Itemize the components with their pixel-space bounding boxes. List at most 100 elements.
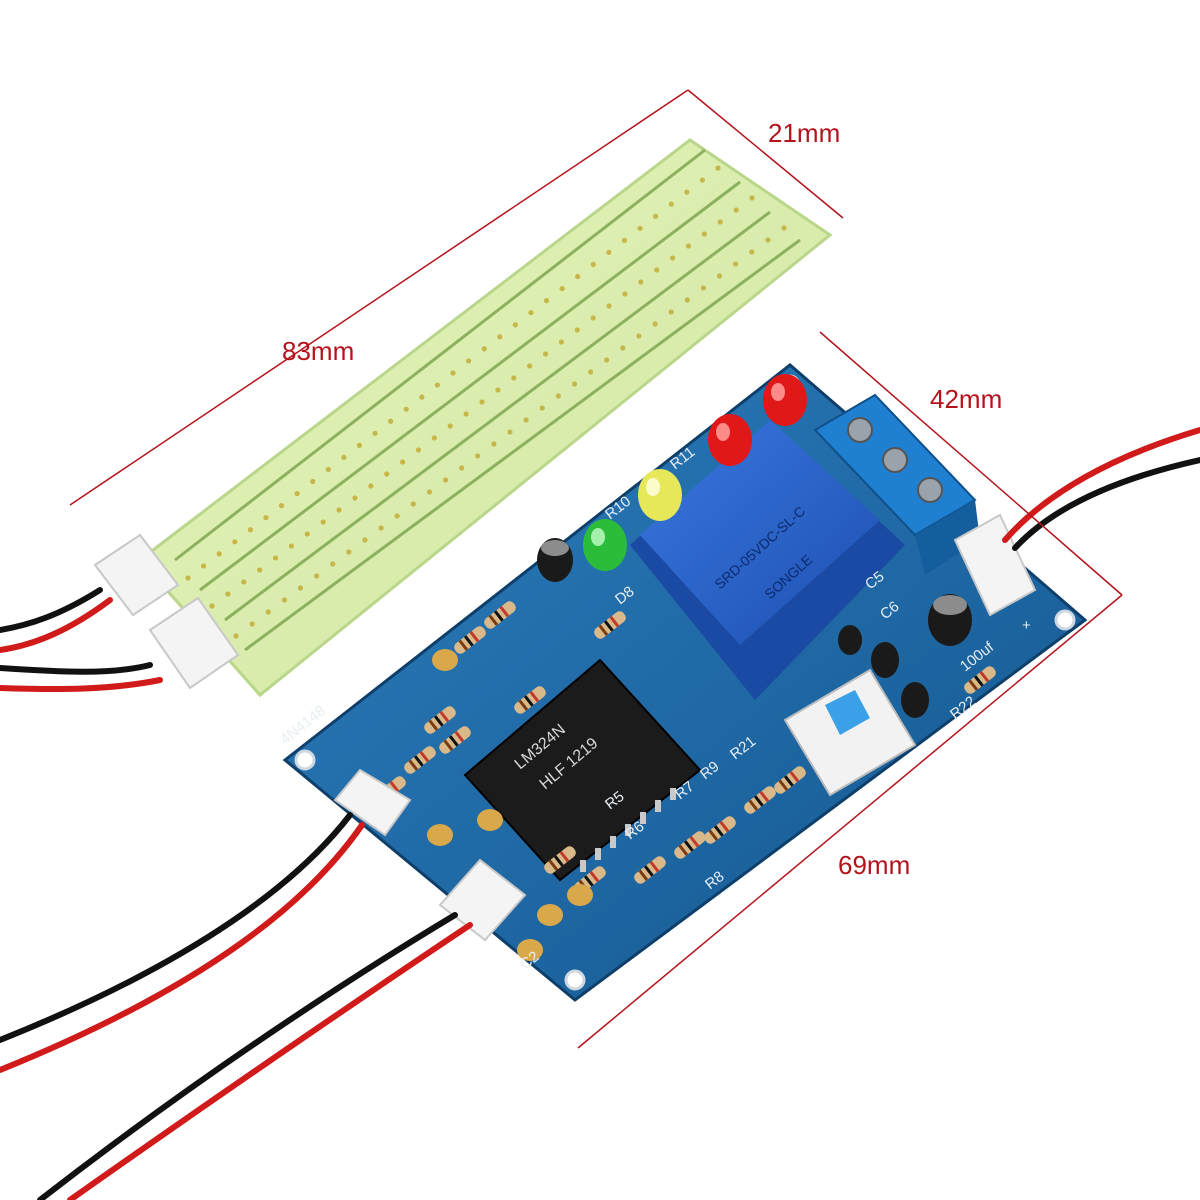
dimension-83mm: 83mm: [282, 336, 354, 366]
led-red-1: [763, 374, 807, 426]
trace-dot: [304, 531, 310, 537]
trace-dot: [571, 381, 578, 387]
resistor: [674, 831, 706, 859]
trace-dot: [685, 243, 692, 249]
trace-dot: [225, 591, 231, 597]
resistor: [964, 666, 996, 694]
push-button[interactable]: [783, 668, 917, 797]
resistor: [484, 601, 516, 629]
trace-dot: [636, 333, 642, 339]
trace-dot: [249, 621, 255, 627]
trace-dot: [459, 465, 465, 471]
trace-dot: [442, 477, 449, 483]
trace-dot: [684, 297, 690, 303]
trace-dot: [781, 225, 787, 231]
trace-dot: [241, 579, 247, 585]
resistors: [374, 601, 996, 894]
trace-dot: [281, 597, 287, 603]
trace-dot: [606, 249, 612, 256]
trace-dot: [346, 549, 352, 555]
trace-dot: [185, 575, 191, 581]
trace-dot: [590, 261, 596, 268]
trace-dot: [403, 406, 409, 412]
trace-dot: [362, 537, 368, 543]
resistor: [404, 746, 436, 774]
trace-dot: [465, 358, 472, 364]
trace-dot: [368, 483, 374, 489]
trace-dot: [410, 501, 416, 507]
trace-dot: [749, 249, 755, 255]
trace-dot: [684, 189, 690, 195]
trace-dot: [733, 207, 739, 213]
ic-pin: [595, 848, 601, 860]
ic-pin: [640, 812, 646, 824]
trace-dot: [575, 273, 581, 280]
trace-dot: [272, 555, 279, 561]
trace-dot: [265, 609, 271, 615]
trace-dot: [652, 321, 658, 327]
trace-dot: [257, 567, 263, 573]
resistor: [454, 626, 486, 654]
ic-pin: [670, 788, 676, 800]
trace-dot: [481, 346, 487, 352]
trace-dot: [297, 585, 304, 591]
trace-dot: [447, 423, 453, 429]
silk-plus: +: [1022, 617, 1031, 634]
trace-dot: [209, 603, 215, 609]
trace-dot: [294, 490, 300, 497]
screw-terminal: [813, 393, 980, 575]
led-green: [583, 519, 627, 571]
relay: SRD-05VDC-SL-C SONGLE: [630, 420, 905, 700]
trace-dot: [352, 495, 358, 501]
trace-dot: [356, 442, 363, 448]
trace-dot: [559, 285, 565, 292]
resistor: [514, 686, 546, 714]
trace-dot: [313, 573, 320, 579]
trace-dot: [330, 561, 336, 567]
trace-dot: [495, 387, 501, 393]
trace-dot: [394, 513, 400, 519]
trace-dot: [247, 527, 253, 533]
ic-pin: [655, 800, 661, 812]
trace-dot: [620, 345, 626, 351]
trace-dot: [511, 375, 517, 381]
trace-dot: [638, 279, 644, 285]
trace-dot: [604, 357, 610, 363]
water-level-sensor: [0, 138, 833, 698]
trace-dot: [278, 503, 285, 509]
trace-dot: [621, 237, 628, 243]
trace-dot: [669, 255, 676, 261]
trace-dot: [700, 285, 707, 291]
trace-dot: [587, 369, 594, 375]
trace-dot: [715, 165, 721, 171]
trace-dot: [388, 418, 394, 424]
trace-dot: [527, 363, 533, 369]
trace-dot: [590, 315, 596, 321]
ceramic-capacitors: [427, 649, 593, 961]
trace-dot: [528, 310, 534, 316]
trace-dot: [699, 177, 706, 183]
trace-dot: [310, 478, 316, 485]
trace-dot: [372, 430, 378, 436]
control-board: SRD-05VDC-SL-C SONGLE: [0, 363, 1200, 1200]
trace-dot: [765, 237, 771, 243]
trace-dot: [475, 453, 481, 459]
dimension-lines: [69, 89, 1123, 1049]
trace-dot: [543, 298, 550, 304]
resistor: [439, 726, 471, 754]
trace-dot: [341, 454, 347, 461]
ic-pin: [610, 836, 616, 848]
resistor: [594, 611, 626, 639]
trace-dot: [426, 489, 433, 495]
ic-pin: [580, 860, 586, 872]
trace-dot: [654, 267, 660, 273]
trace-dot: [558, 339, 565, 345]
trace-dot: [320, 519, 326, 525]
ceramic-capacitor: [477, 809, 503, 831]
trace-dot: [384, 471, 390, 477]
trace-dot: [232, 539, 238, 545]
resistor: [544, 846, 576, 874]
trace-dot: [233, 633, 239, 639]
ceramic-capacitor: [432, 649, 458, 671]
